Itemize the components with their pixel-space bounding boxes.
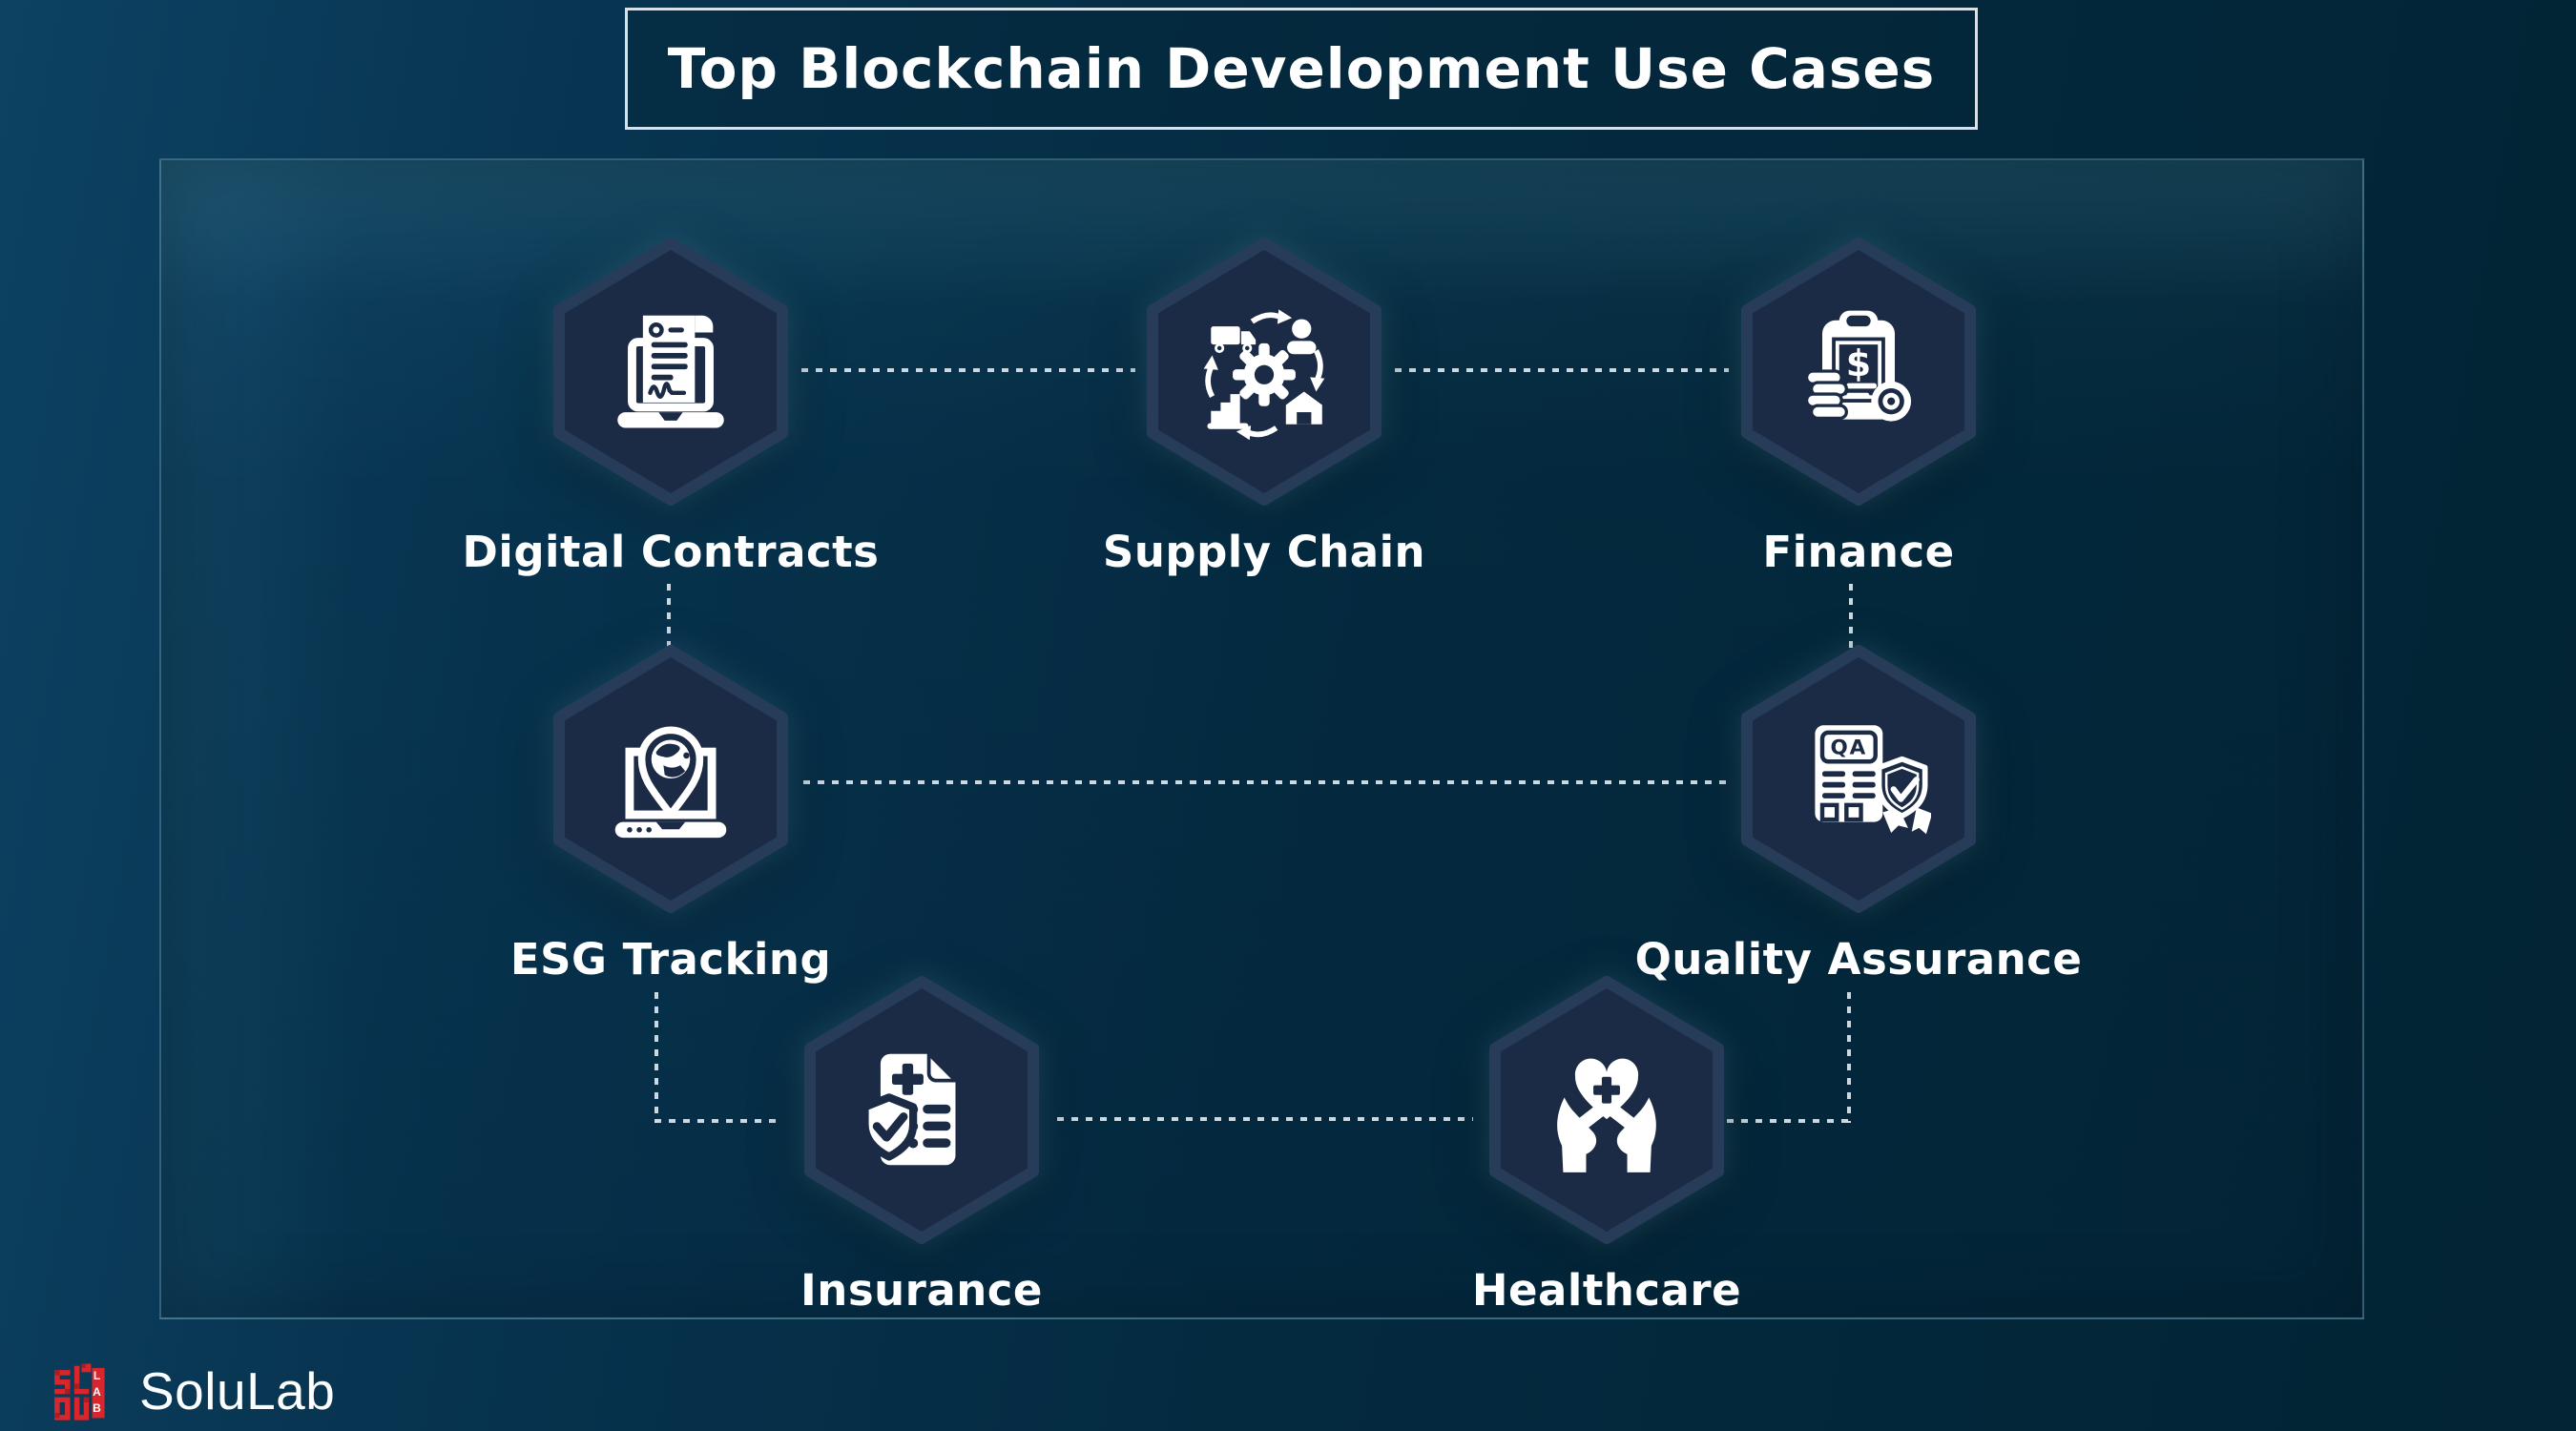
connector-finance-quality-assurance	[1849, 584, 1853, 658]
title-box: Top Blockchain Development Use Cases	[625, 8, 1978, 130]
node-label: Digital Contracts	[462, 527, 880, 577]
node-healthcare: Healthcare	[1472, 974, 1741, 1316]
node-digital-contracts: Digital Contracts	[463, 236, 879, 577]
qa-document-shield-icon: QA	[1815, 725, 1931, 835]
svg-text:$: $	[1846, 342, 1871, 384]
node-label: Quality Assurance	[1634, 934, 2083, 985]
connector-supply-chain-finance	[1395, 368, 1729, 372]
node-label: Healthcare	[1471, 1265, 1742, 1316]
connector-digital-contracts-supply-chain	[801, 368, 1135, 372]
node-label: Insurance	[800, 1265, 1043, 1316]
brand-logo: LAB SoluLab	[50, 1353, 335, 1429]
supply-chain-cycle-icon	[1203, 309, 1325, 441]
page-title: Top Blockchain Development Use Cases	[667, 36, 1936, 101]
connector-digital-contracts-esg	[667, 584, 671, 658]
node-label: Finance	[1762, 527, 1955, 577]
connector-esg-insurance-horizontal	[654, 1119, 777, 1123]
brand-name: SoluLab	[139, 1361, 336, 1421]
finance-clipboard-icon: $	[1804, 310, 1912, 422]
node-insurance: Insurance	[800, 974, 1042, 1316]
hexagon	[1487, 974, 1726, 1246]
connector-quality-assurance-healthcare-horizontal	[1727, 1119, 1849, 1123]
node-label: Supply Chain	[1102, 527, 1426, 577]
hands-heart-icon	[1557, 1058, 1656, 1172]
svg-text:QA: QA	[1830, 736, 1867, 760]
connector-esg-insurance-vertical	[654, 992, 658, 1123]
insurance-document-shield-icon	[861, 1051, 958, 1166]
node-esg-tracking: ESG Tracking	[510, 643, 831, 985]
connector-insurance-healthcare	[1057, 1117, 1473, 1121]
hexagon	[551, 236, 790, 508]
hexagon: $	[1739, 236, 1978, 508]
hexagon	[802, 974, 1041, 1246]
node-quality-assurance: QA Quality Assurance	[1635, 643, 2082, 985]
hexagon: QA	[1739, 643, 1978, 915]
brand-mark-lab: LAB	[90, 1368, 104, 1418]
hexagon	[1145, 236, 1383, 508]
solulab-mark-icon: LAB	[50, 1358, 124, 1424]
node-supply-chain: Supply Chain	[1103, 236, 1425, 577]
node-finance: $ Finance	[1739, 236, 1978, 577]
connector-esg-quality-assurance	[803, 780, 1727, 784]
contract-laptop-icon	[617, 315, 724, 428]
globe-pin-laptop-icon	[614, 726, 727, 839]
connector-quality-assurance-healthcare-vertical	[1847, 992, 1851, 1123]
node-label: ESG Tracking	[509, 934, 832, 985]
hexagon	[551, 643, 790, 915]
